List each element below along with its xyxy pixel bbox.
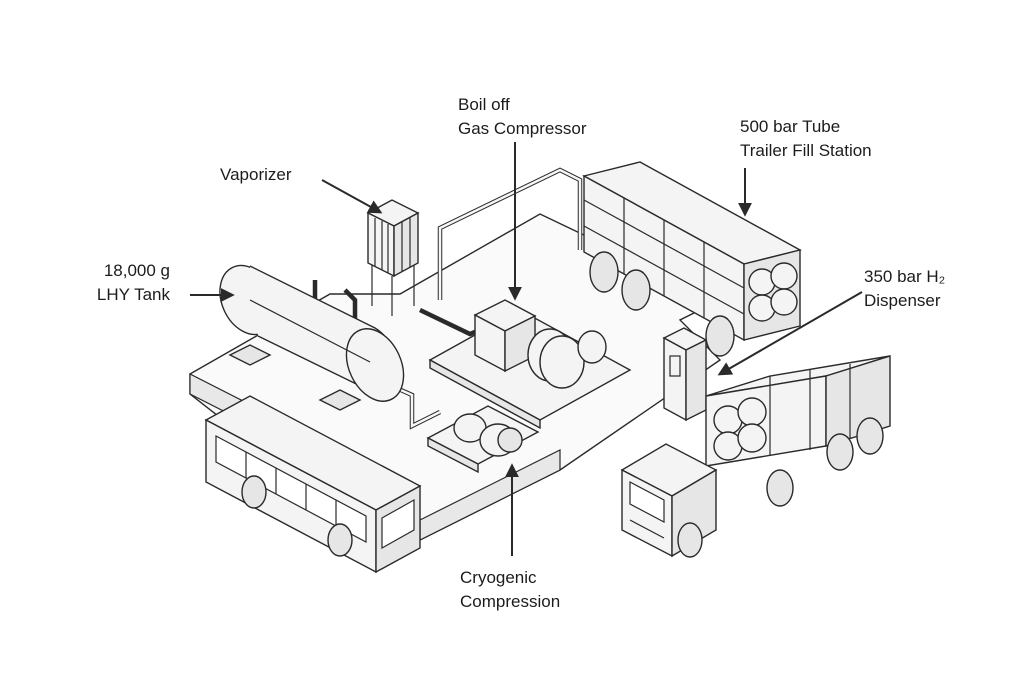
bus bbox=[204, 395, 422, 574]
h2-dispenser bbox=[662, 327, 708, 422]
tube-trailer-text-1: 500 bar Tube bbox=[740, 117, 841, 136]
vaporizer-text: Vaporizer bbox=[220, 165, 292, 184]
dispenser-text-2: Dispenser bbox=[864, 291, 941, 310]
boil-off-text-1: Boil off bbox=[458, 95, 510, 114]
tube-trailer-top bbox=[582, 161, 802, 357]
label-lhy-tank: 18,000 g LHY Tank bbox=[60, 259, 170, 307]
dispenser-text-1: 350 bar H₂ bbox=[864, 267, 946, 286]
lhy-tank-text-1: 18,000 g bbox=[103, 261, 170, 280]
boil-off-text-2: Gas Compressor bbox=[458, 119, 587, 138]
truck-tube-trailer bbox=[620, 355, 891, 558]
cryogenic-text-2: Compression bbox=[460, 592, 561, 611]
lhy-tank-text-2: LHY Tank bbox=[96, 285, 170, 304]
cryogenic-text-1: Cryogenic bbox=[460, 568, 537, 587]
callout-arrows bbox=[190, 142, 863, 556]
tube-trailer-text-2: Trailer Fill Station bbox=[740, 141, 872, 160]
arrow-vaporizer bbox=[321, 179, 383, 214]
arrow-dispenser bbox=[717, 291, 863, 376]
vaporizer-unit bbox=[366, 199, 420, 316]
cryogenic-compressor bbox=[426, 405, 540, 474]
label-boil-off-compressor: Boil off Gas Compressor bbox=[458, 93, 586, 141]
label-vaporizer: Vaporizer bbox=[220, 163, 292, 187]
label-dispenser: 350 bar H₂ Dispenser bbox=[864, 265, 945, 313]
label-cryogenic-compression: Cryogenic Compression bbox=[460, 566, 560, 614]
boil-off-compressor bbox=[428, 299, 632, 430]
lhy-tank bbox=[219, 264, 405, 411]
label-tube-trailer: 500 bar Tube Trailer Fill Station bbox=[740, 115, 872, 163]
